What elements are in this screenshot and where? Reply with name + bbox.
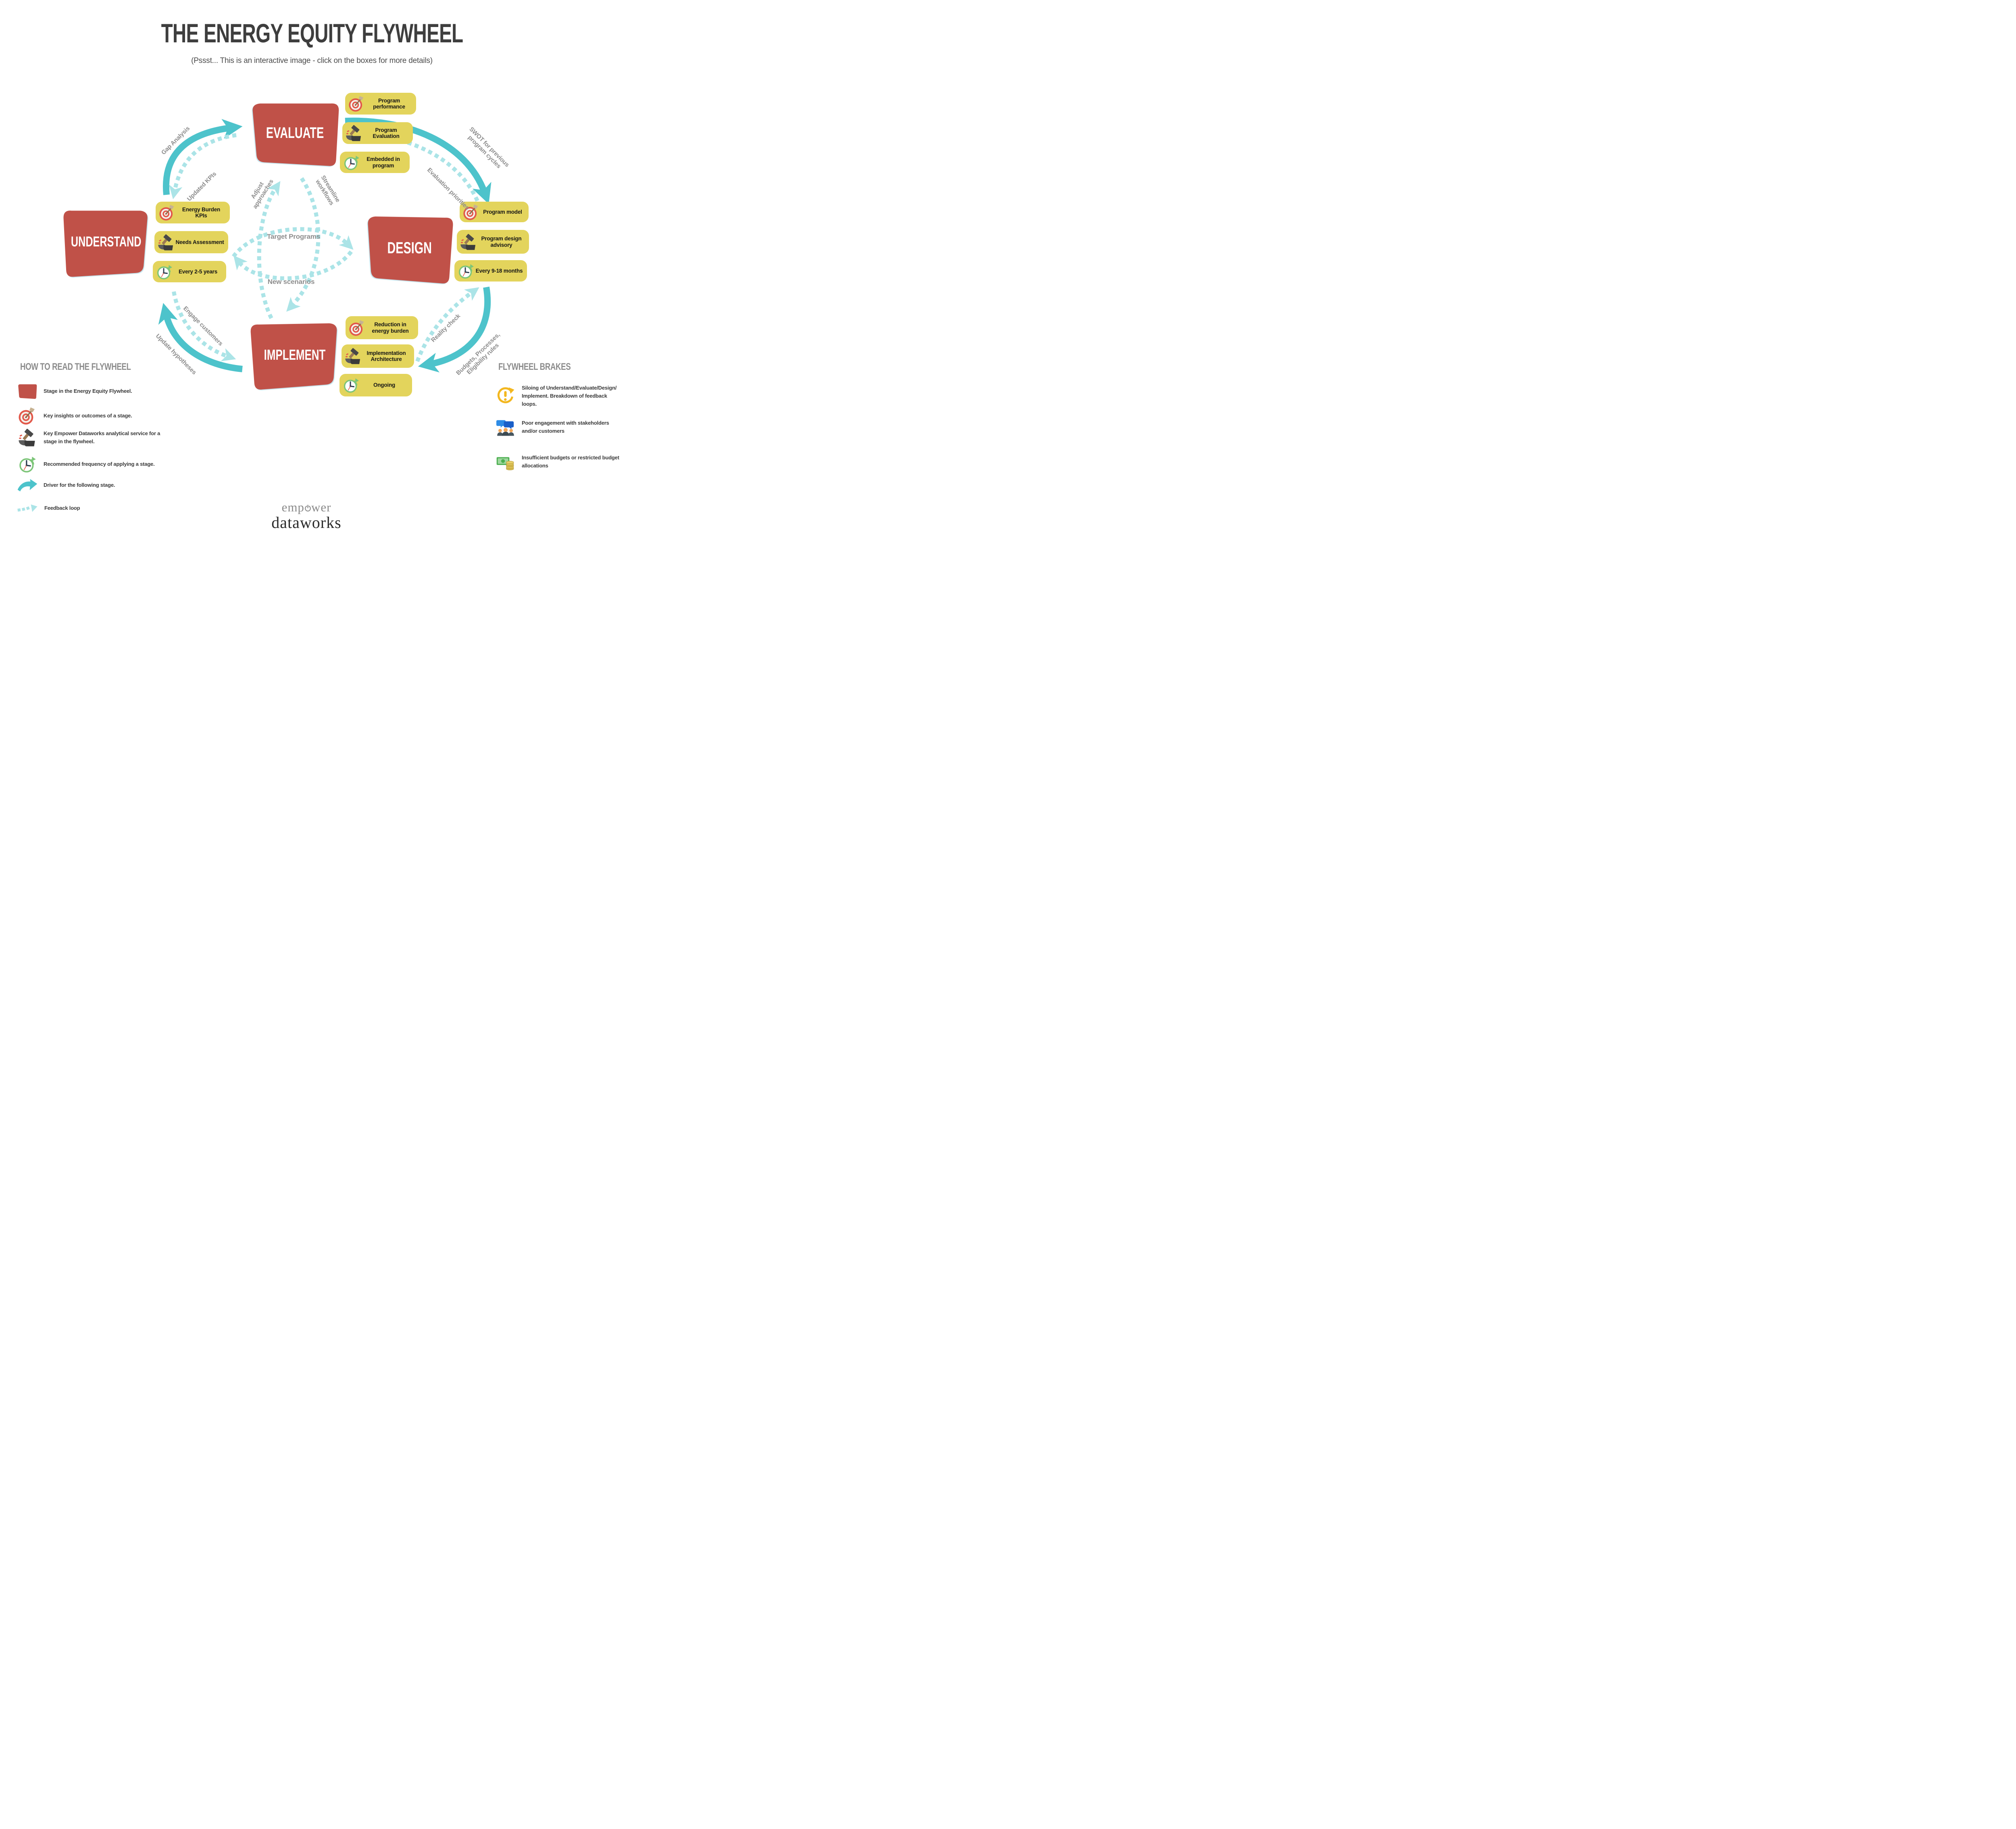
driver-arrow-icon bbox=[17, 478, 38, 492]
feedback-arrow-target-programs bbox=[231, 227, 354, 258]
stage-understand-label: UNDERSTAND bbox=[71, 234, 142, 250]
feedback-arrow-evaluation-priorities bbox=[346, 125, 479, 202]
target-icon bbox=[348, 95, 365, 112]
legend-item-driver: Driver for the following stage. bbox=[17, 478, 162, 492]
info-box-label: Ongoing bbox=[373, 382, 396, 388]
feedback-arrow-icon bbox=[17, 503, 39, 513]
info-box-label: Embedded in program bbox=[367, 156, 400, 169]
target-icon bbox=[17, 407, 38, 425]
legend-item-frequency: Recommended frequency of applying a stag… bbox=[17, 455, 167, 473]
legend-item-service: Key Empower Dataworks analytical service… bbox=[17, 428, 167, 447]
energy-equity-flywheel-infographic: THE ENERGY EQUITY FLYWHEEL (Pssst... Thi… bbox=[0, 0, 624, 534]
driver-arrow-gap-analysis bbox=[163, 119, 243, 195]
clock-icon bbox=[458, 263, 475, 279]
info-box-label: Every 9-18 months bbox=[475, 267, 523, 274]
clock-icon bbox=[343, 377, 360, 394]
feedback-arrow-new-scenarios bbox=[233, 250, 353, 281]
info-box-program-model[interactable]: Program model bbox=[460, 202, 529, 222]
budget-icon bbox=[495, 453, 516, 471]
info-box-every-2-5-years[interactable]: Every 2-5 years bbox=[153, 261, 226, 282]
legend-item-stage: Stage in the Energy Equity Flywheel. bbox=[17, 383, 162, 399]
feedback-arrow-updated-kpis bbox=[169, 133, 237, 200]
info-box-label: Program model bbox=[483, 209, 522, 215]
info-box-embedded-in-program[interactable]: Embedded in program bbox=[340, 152, 410, 173]
info-box-program-performance[interactable]: Program performance bbox=[345, 93, 416, 115]
page-subtitle: (Pssst... This is an interactive image -… bbox=[191, 56, 433, 65]
stage-evaluate-label: EVALUATE bbox=[266, 124, 324, 142]
feedback-label-new-scenarios: New scenarios bbox=[267, 278, 315, 286]
feedback-label-target-programs: Target Programs bbox=[267, 233, 320, 240]
stage-design[interactable]: DESIGN bbox=[363, 212, 456, 284]
gavel-icon bbox=[158, 234, 175, 251]
gavel-icon bbox=[345, 348, 362, 365]
feedback-arrow-streamline-workflows bbox=[286, 177, 321, 312]
info-box-label: Program Evaluation bbox=[373, 127, 400, 139]
clock-icon bbox=[156, 263, 173, 280]
brake-item-budget: Insufficient budgets or restricted budge… bbox=[495, 453, 620, 471]
info-box-label: Needs Assessment bbox=[175, 239, 224, 245]
page-title: THE ENERGY EQUITY FLYWHEEL bbox=[161, 18, 463, 48]
info-box-label: Reduction in energy burden bbox=[372, 321, 409, 334]
legend-item-feedback: Feedback loop bbox=[17, 503, 162, 513]
feedback-arrow-adjust-approaches bbox=[257, 181, 281, 319]
stakeholders-icon bbox=[495, 418, 516, 436]
stage-implement-label: IMPLEMENT bbox=[264, 346, 326, 363]
stage-understand[interactable]: UNDERSTAND bbox=[60, 206, 152, 278]
power-icon bbox=[304, 501, 311, 512]
flywheel-brakes-title: FLYWHEEL BRAKES bbox=[498, 361, 571, 372]
stage-evaluate[interactable]: EVALUATE bbox=[248, 99, 342, 167]
stage-shape-icon bbox=[17, 383, 38, 399]
info-box-every-9-18-months[interactable]: Every 9-18 months bbox=[454, 260, 527, 282]
info-box-energy-burden-kpis[interactable]: Energy Burden KPIs bbox=[156, 202, 230, 223]
feedback-arrow-engage-customers bbox=[172, 291, 236, 361]
info-box-program-design-advisory[interactable]: Program design advisory bbox=[457, 230, 529, 254]
siloing-icon bbox=[495, 387, 516, 405]
info-box-reduction-in-energy-burden[interactable]: Reduction in energy burden bbox=[346, 316, 418, 339]
gavel-icon bbox=[346, 125, 362, 142]
logo-dataworks: dataworks bbox=[271, 513, 342, 532]
info-box-implementation-architecture[interactable]: Implementation Architecture bbox=[342, 344, 414, 368]
stage-implement[interactable]: IMPLEMENT bbox=[248, 319, 342, 390]
info-box-label: Implementation Architecture bbox=[367, 350, 406, 362]
info-box-label: Every 2-5 years bbox=[178, 268, 218, 275]
brake-item-engagement: Poor engagement with stakeholders and/or… bbox=[495, 418, 620, 436]
how-to-read-title: HOW TO READ THE FLYWHEEL bbox=[20, 361, 131, 372]
target-icon bbox=[159, 204, 176, 221]
stage-design-label: DESIGN bbox=[387, 239, 432, 257]
info-box-needs-assessment[interactable]: Needs Assessment bbox=[154, 231, 228, 253]
info-box-label: Program design advisory bbox=[481, 236, 522, 248]
legend-item-insights: Key insights or outcomes of a stage. bbox=[17, 407, 162, 425]
feedback-arrow-reality-check bbox=[415, 287, 479, 362]
flywheel-arrows-layer bbox=[158, 117, 492, 373]
gavel-icon bbox=[460, 233, 477, 250]
driver-arrow-swot bbox=[345, 117, 492, 204]
clock-icon bbox=[17, 455, 38, 473]
clock-icon bbox=[343, 154, 360, 171]
target-icon bbox=[349, 319, 366, 336]
info-box-label: Energy Burden KPIs bbox=[182, 206, 221, 219]
driver-arrow-update-hypotheses bbox=[158, 303, 243, 372]
info-box-ongoing[interactable]: Ongoing bbox=[339, 374, 412, 396]
info-box-label: Program performance bbox=[373, 97, 405, 110]
info-box-program-evaluation[interactable]: Program Evaluation bbox=[342, 122, 413, 144]
brake-item-siloing: Siloing of Understand/Evaluate/Design/ I… bbox=[495, 384, 620, 408]
driver-arrow-budgets bbox=[418, 286, 491, 373]
gavel-icon bbox=[17, 428, 38, 447]
